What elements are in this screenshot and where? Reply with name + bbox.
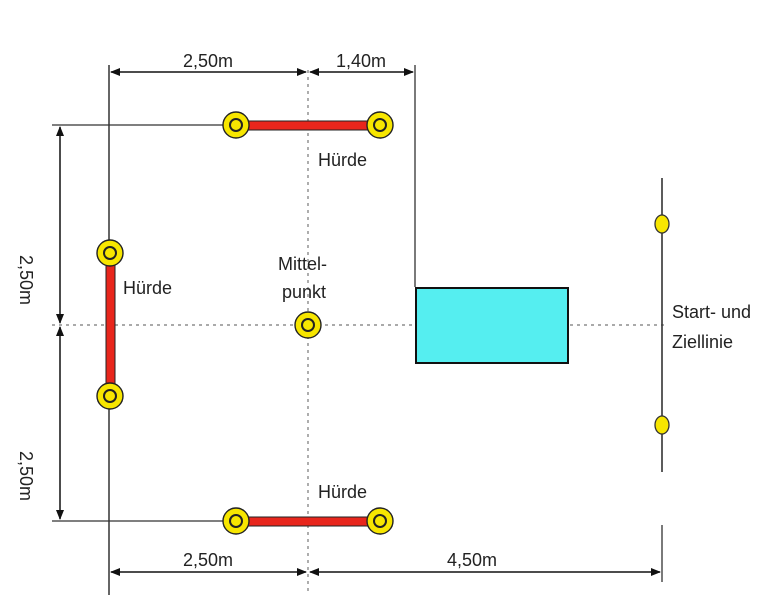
dim-bottom-right: 4,50m [447,550,497,570]
dim-top-left: 2,50m [183,51,233,71]
label-hurdle-top: Hürde [318,150,367,170]
tunnel-box [415,287,569,364]
hurdle-left [96,239,124,410]
dim-left-lower: 2,50m [16,451,36,501]
label-start-line1: Start- und [672,302,751,322]
dim-top-right: 1,40m [336,51,386,71]
label-start-line2: Ziellinie [672,332,733,352]
hurdle-top [222,111,394,139]
center-point-marker [294,311,322,339]
label-hurdle-bottom: Hürde [318,482,367,502]
dim-bottom-left: 2,50m [183,550,233,570]
label-hurdle-left: Hürde [123,278,172,298]
hurdle-bottom [222,507,394,535]
dim-left-upper: 2,50m [16,255,36,305]
label-center-line1: Mittel- [278,254,327,274]
start-marker-top [654,214,670,234]
start-marker-bottom [654,415,670,435]
label-center-line2: punkt [282,282,326,302]
